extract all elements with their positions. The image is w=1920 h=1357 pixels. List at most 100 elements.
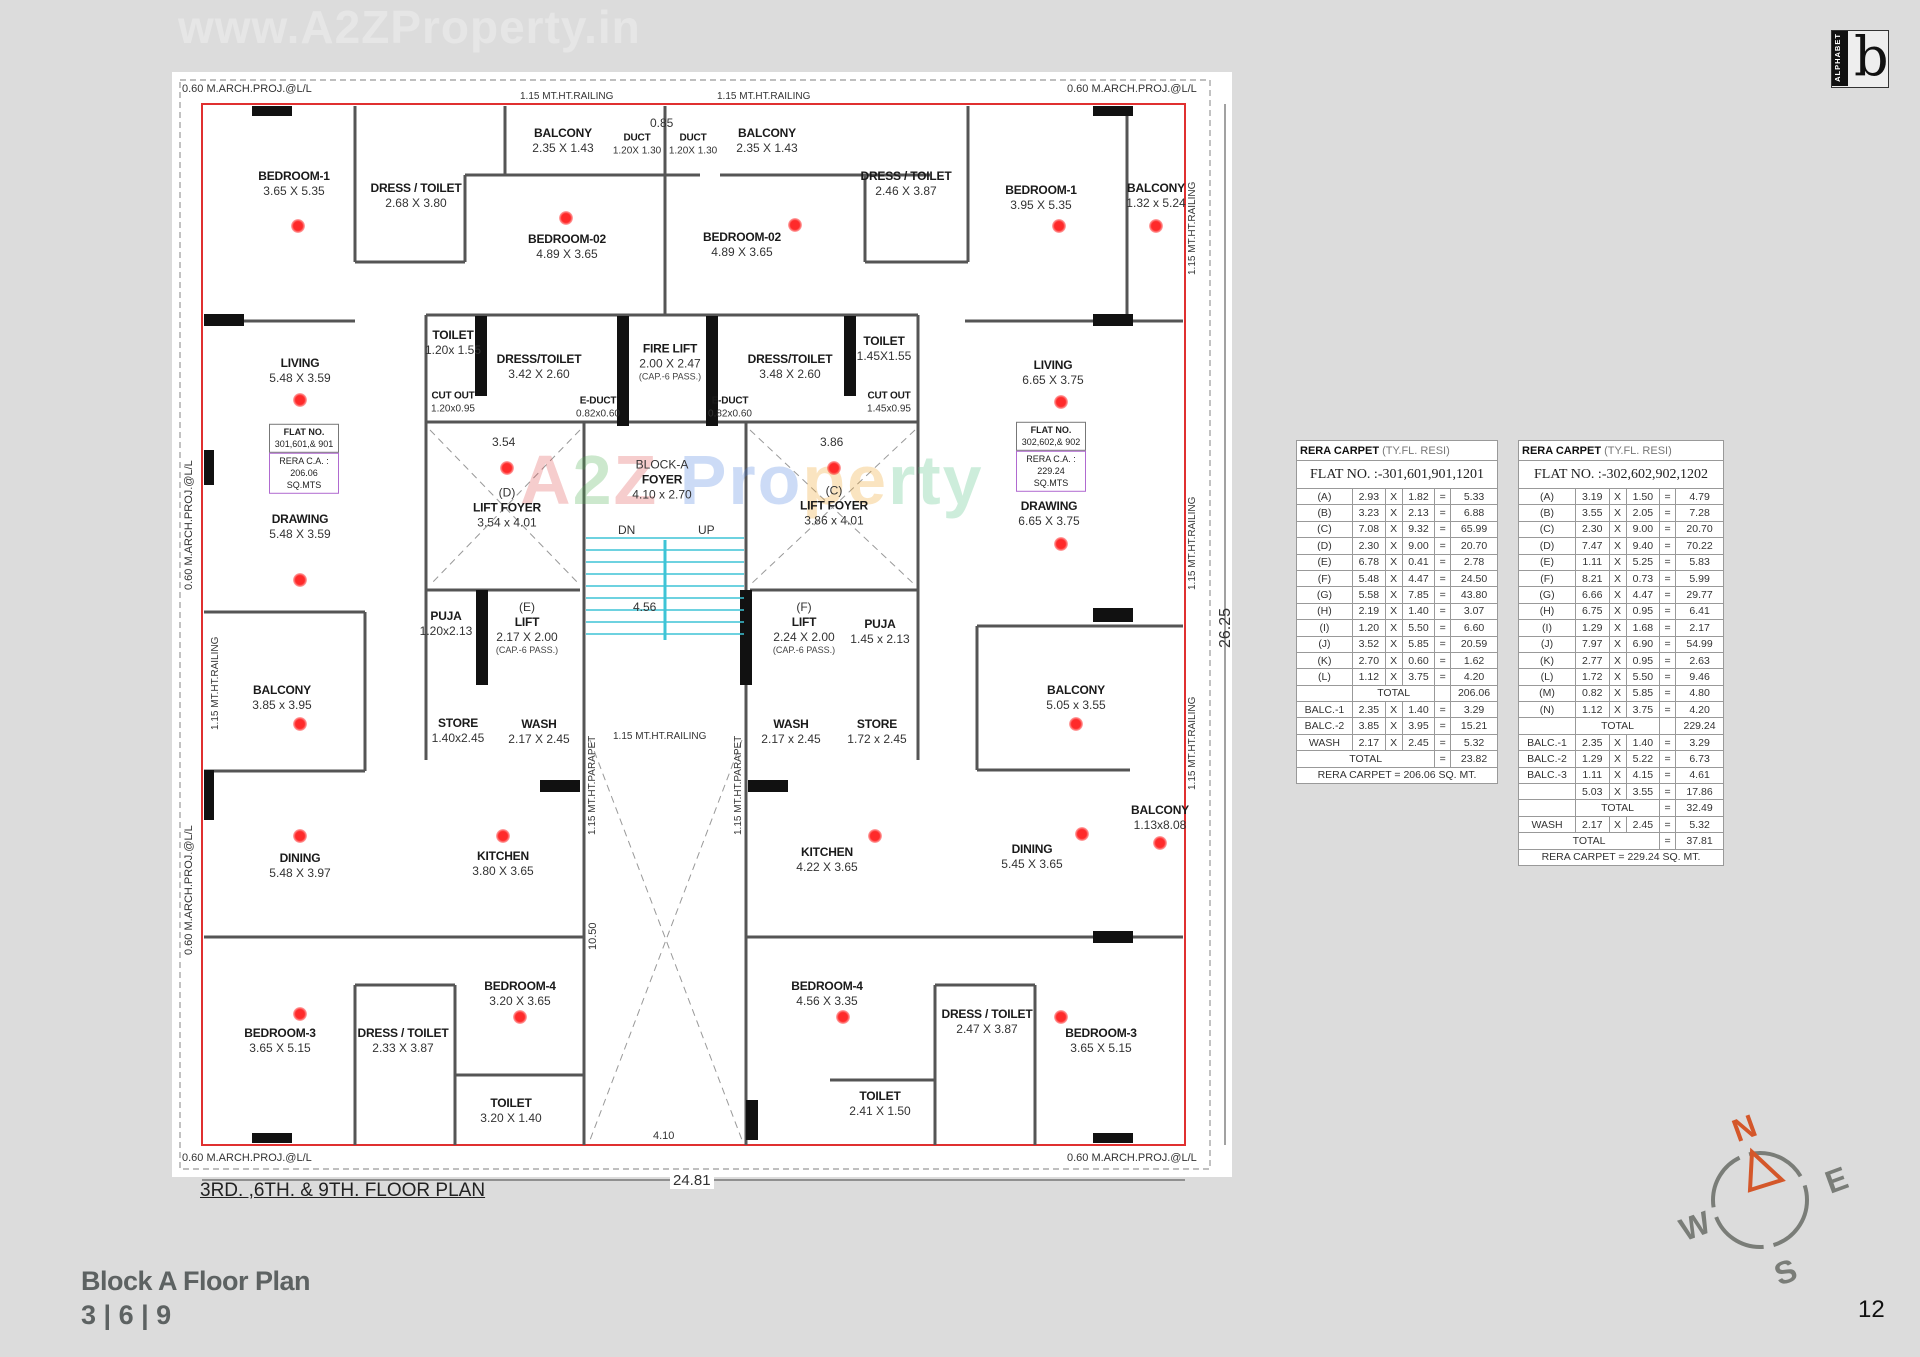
- room-name: BEDROOM-3: [1065, 1026, 1137, 1040]
- table-cell: X: [1608, 569, 1627, 588]
- room-name: BEDROOM-4: [484, 979, 556, 993]
- table-cell: X: [1608, 651, 1627, 670]
- table-cell: 5.48: [1351, 569, 1386, 588]
- table-cell: 7.08: [1351, 520, 1386, 539]
- table-cell: 5.50: [1625, 668, 1661, 686]
- table-cell: 2.17: [1675, 619, 1724, 637]
- room-name: DRESS / TOILET: [370, 181, 462, 195]
- table-cell: =: [1434, 717, 1452, 735]
- light-fixture-icon: [293, 1007, 307, 1021]
- light-fixture-icon: [293, 393, 307, 407]
- room-name: DRAWING: [1020, 499, 1078, 513]
- table-cell: 4.80: [1675, 684, 1724, 703]
- room-tag: (C): [825, 483, 843, 498]
- room-name: BALCONY: [253, 683, 311, 697]
- room-dimensions: 1.40x2.45: [431, 731, 485, 745]
- table-cell: 6.41: [1675, 602, 1724, 621]
- room-name: TOILET: [490, 1096, 532, 1110]
- room-tag: (E): [519, 599, 535, 614]
- table-cell: 1.20: [1351, 619, 1386, 637]
- railing-label: 1.15 MT.HT.RAILING: [717, 91, 811, 102]
- table-cell: =: [1434, 602, 1452, 621]
- table-cell: TOTAL: [1517, 832, 1661, 850]
- stair-up-label: UP: [698, 523, 715, 537]
- table-cell: (K): [1296, 651, 1353, 670]
- room-dimensions: 3.95 X 5.35: [1010, 198, 1072, 212]
- light-fixture-icon: [500, 461, 514, 475]
- room-name: DUCT: [623, 132, 651, 144]
- room-dimensions: 1.20X 1.30: [668, 145, 718, 156]
- room-name: LIVING: [280, 356, 320, 370]
- rera-carpet-table-301: RERA CARPET (TY.FL. RESI)FLAT NO. :-301,…: [1295, 440, 1498, 785]
- dimension-085: 0.85: [650, 116, 674, 130]
- table-cell: (I): [1296, 619, 1353, 637]
- table-cell: 7.28: [1675, 504, 1724, 522]
- table-cell: 7.47: [1575, 537, 1610, 555]
- table-cell: 6.75: [1575, 602, 1610, 621]
- table-title: RERA CARPET (TY.FL. RESI): [1518, 440, 1724, 461]
- table-cell: =: [1659, 635, 1677, 653]
- table-cell: (A): [1518, 487, 1576, 506]
- room-name: DRESS/TOILET: [496, 352, 582, 366]
- table-cell: 5.22: [1625, 750, 1661, 768]
- table-row: TOTAL=23.82: [1295, 750, 1498, 768]
- page-number: 12: [1858, 1296, 1885, 1323]
- table-cell: TOTAL: [1295, 750, 1436, 768]
- table-cell: WASH: [1518, 815, 1576, 834]
- table-cell: X: [1608, 537, 1627, 555]
- room-name: BEDROOM-1: [1005, 183, 1077, 197]
- table-cell: 20.70: [1675, 520, 1724, 539]
- room-dimensions: 3.48 X 2.60: [759, 367, 821, 381]
- arch-projection-label: 0.60 M.ARCH.PROJ.@L/L: [1067, 1152, 1197, 1164]
- room-name: FIRE LIFT: [642, 341, 698, 356]
- room-name: BEDROOM-4: [791, 979, 863, 993]
- room-dimensions: 4.10 x 2.70: [632, 487, 692, 502]
- rera-value: 229.24 SQ.MTS: [1033, 465, 1069, 488]
- light-fixture-icon: [291, 219, 305, 233]
- width-dimension: 24.81: [670, 1172, 714, 1189]
- railing-label: 1.15 MT.HT.RAILING: [1187, 496, 1198, 590]
- railing-label: 1.15 MT.HT.RAILING: [210, 636, 221, 730]
- table-cell: 1.12: [1351, 668, 1386, 686]
- room-name: WASH: [521, 717, 557, 731]
- room-name: DINING: [279, 851, 321, 865]
- table-cell: 20.70: [1450, 537, 1498, 555]
- table-cell: =: [1434, 586, 1452, 604]
- table-cell: 1.40: [1401, 701, 1436, 719]
- table-cell: X: [1384, 520, 1403, 539]
- table-cell: 6.66: [1575, 586, 1610, 604]
- table-cell: 7.85: [1401, 586, 1436, 604]
- flat-numbers: 302,602,& 902: [1021, 436, 1081, 447]
- table-cell: X: [1608, 783, 1627, 801]
- room-dimensions: 4.22 X 3.65: [796, 860, 858, 874]
- room-name: BEDROOM-3: [244, 1026, 316, 1040]
- table-cell: =: [1434, 733, 1452, 752]
- light-fixture-icon: [559, 211, 573, 225]
- table-cell: =: [1434, 520, 1452, 539]
- height-dimension: 26.25: [1217, 607, 1234, 648]
- room-dimensions: 1.13x8.08: [1133, 818, 1187, 832]
- room-dimensions: 2.33 X 3.87: [372, 1041, 434, 1055]
- table-cell: 1.50: [1625, 487, 1661, 506]
- watermark-center: A2Z Property: [520, 441, 984, 519]
